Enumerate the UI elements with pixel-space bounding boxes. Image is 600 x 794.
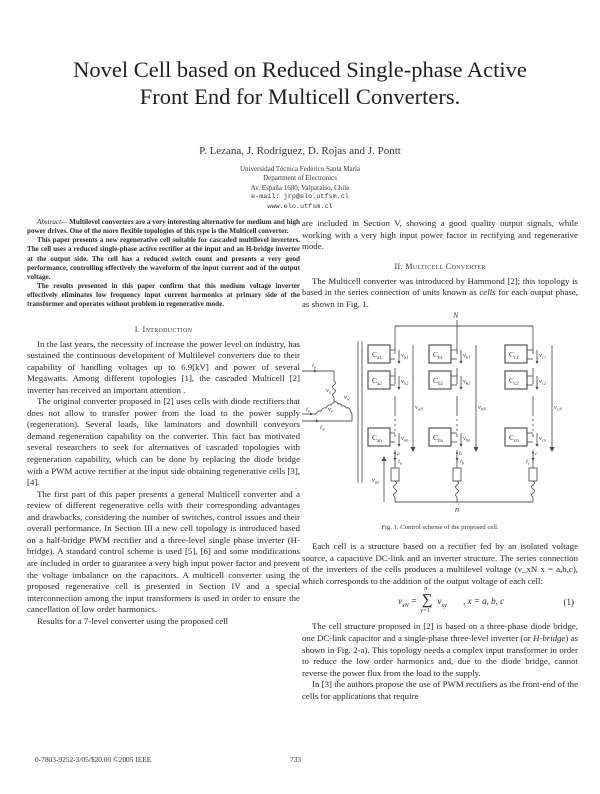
svg-text:vcN: vcN bbox=[554, 404, 563, 412]
svg-text:a: a bbox=[397, 451, 400, 457]
svg-text:iw: iw bbox=[320, 424, 325, 432]
intro-paragraph-1: In the last years, the necessity of incr… bbox=[27, 338, 300, 395]
svg-text:va2: va2 bbox=[401, 378, 409, 386]
svg-text:Can: Can bbox=[372, 433, 382, 444]
affiliation-block: Universidad Técnica Federico Santa María… bbox=[0, 165, 600, 212]
abstract-label: Abstract— bbox=[37, 218, 68, 226]
section-heading-introduction: I. Introduction bbox=[134, 324, 193, 334]
svg-text:iv: iv bbox=[306, 406, 310, 414]
affiliation-email: e-mail: jrp@elo.utfsm.cl bbox=[251, 193, 349, 202]
multicell-converter-schematic: N n Ca1 Ca2 Can Cb1 Cb2 Cbn Cc1 Cc2 Ccn … bbox=[302, 311, 563, 514]
multicell-body-1: The Multicell converter was introduced b… bbox=[302, 276, 578, 311]
multicell-paragraph-3: The cell structure proposed in [2] is ba… bbox=[302, 621, 578, 678]
introduction-body: In the last years, the necessity of incr… bbox=[27, 339, 300, 628]
svg-text:va1: va1 bbox=[401, 352, 408, 360]
multicell-body-3: The cell structure proposed in [2] is ba… bbox=[302, 621, 578, 702]
svg-text:Cb2: Cb2 bbox=[433, 376, 444, 387]
svg-text:ib: ib bbox=[460, 458, 465, 466]
svg-text:vw: vw bbox=[344, 394, 350, 402]
svg-text:vc1: vc1 bbox=[539, 352, 546, 360]
footer-page-number: 733 bbox=[290, 755, 302, 764]
title-line-1: Novel Cell based on Reduced Single-phase… bbox=[73, 57, 527, 82]
affiliation-website: www.elo.utfsm.cl bbox=[267, 202, 333, 211]
label-neutral-N: N bbox=[452, 311, 459, 320]
svg-text:vc2: vc2 bbox=[539, 378, 547, 386]
svg-text:c: c bbox=[535, 451, 538, 457]
svg-text:ia: ia bbox=[398, 458, 403, 466]
svg-text:Cbn: Cbn bbox=[433, 433, 444, 444]
svg-text:vaN: vaN bbox=[415, 404, 424, 412]
affiliation-university: Universidad Técnica Federico Santa María bbox=[240, 165, 360, 173]
right-column: are included in Section V, showing a goo… bbox=[302, 218, 578, 702]
svg-text:vbn: vbn bbox=[463, 435, 471, 443]
svg-text:Cc1: Cc1 bbox=[509, 350, 519, 361]
svg-text:vb1: vb1 bbox=[463, 352, 470, 360]
svg-text:b: b bbox=[459, 451, 462, 457]
affiliation-department: Department of Electronics bbox=[263, 174, 337, 183]
equation-1-number: (1) bbox=[563, 597, 575, 608]
multicell-paragraph-2: Each cell is a structure based on a rect… bbox=[302, 541, 578, 586]
intro-paragraph-4-continued: are included in Section V, showing a goo… bbox=[302, 218, 578, 252]
svg-text:Cc2: Cc2 bbox=[509, 376, 519, 387]
affiliation-address: Av. España 1680, Valparaíso, Chile bbox=[250, 183, 350, 192]
svg-text:Ca1: Ca1 bbox=[372, 350, 382, 361]
paper-title: Novel Cell based on Reduced Single-phase… bbox=[0, 56, 600, 110]
svg-text:vcn: vcn bbox=[539, 435, 547, 443]
svg-text:iu: iu bbox=[312, 362, 317, 370]
multicell-body-2: Each cell is a structure based on a rect… bbox=[302, 541, 578, 587]
intro-continuation: are included in Section V, showing a goo… bbox=[302, 218, 578, 253]
figure-1-caption: Fig. 1. Control scheme of the proposed c… bbox=[381, 524, 499, 532]
svg-text:vu: vu bbox=[326, 387, 332, 395]
left-column: Abstract— Multilevel converters are a ve… bbox=[27, 218, 300, 627]
abstract-paragraph-3: The results presented in this paper conf… bbox=[27, 282, 300, 309]
svg-text:van: van bbox=[401, 435, 409, 443]
figure-1-diagram: N n Ca1 Ca2 Can Cb1 Cb2 Cbn Cc1 Cc2 Ccn … bbox=[302, 310, 578, 520]
section-heading-multicell: II. Multicell Converter bbox=[394, 261, 486, 271]
svg-text:vb2: vb2 bbox=[463, 378, 471, 386]
svg-text:Ca2: Ca2 bbox=[372, 376, 382, 387]
svg-text:van: van bbox=[372, 477, 380, 485]
title-line-2: Front End for Multicell Converters. bbox=[139, 84, 461, 109]
footer-copyright: 0-7803-9252-3/05/$20.00 ©2005 IEEE bbox=[35, 755, 152, 764]
author-list: P. Lezana, J. Rodríguez, D. Rojas and J.… bbox=[199, 145, 401, 157]
svg-text:vbN: vbN bbox=[478, 404, 487, 412]
equation-1-body: vxN = n ∑ y=1 vxy , x = a, b, c bbox=[398, 586, 505, 615]
abstract: Abstract— Multilevel converters are a ve… bbox=[27, 218, 300, 310]
intro-paragraph-2: The original converter proposed in [2] u… bbox=[27, 396, 300, 488]
multicell-paragraph-1: The Multicell converter was introduced b… bbox=[302, 275, 578, 309]
abstract-paragraph-2: This paper presents a new regenerative c… bbox=[27, 236, 300, 281]
label-neutral-n: n bbox=[455, 505, 459, 514]
abstract-paragraph-1: Abstract— Multilevel converters are a ve… bbox=[27, 218, 300, 236]
equation-1: vxN = n ∑ y=1 vxy , x = a, b, c (1) bbox=[302, 586, 578, 621]
intro-paragraph-4: Results for a 7-level converter using th… bbox=[37, 615, 229, 626]
multicell-paragraph-4: In [3] the authors propose the use of PW… bbox=[302, 679, 578, 701]
svg-text:Ccn: Ccn bbox=[509, 433, 519, 444]
svg-text:Cb1: Cb1 bbox=[433, 350, 444, 361]
svg-text:vv: vv bbox=[328, 406, 333, 414]
svg-text:ic: ic bbox=[526, 458, 530, 466]
intro-paragraph-3: The first part of this paper presents a … bbox=[27, 488, 300, 615]
